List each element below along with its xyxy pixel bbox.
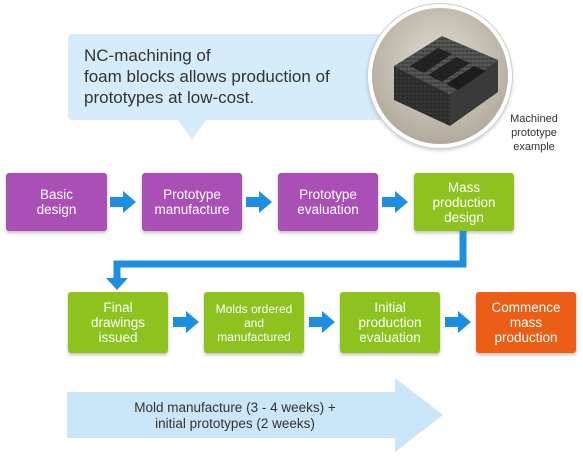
timeline-arrow	[67, 378, 443, 452]
arrow-right-icon	[382, 191, 408, 213]
arrow-right-icon	[445, 311, 471, 333]
timeline-text: Mold manufacture (3 - 4 weeks) + initial…	[134, 400, 336, 431]
callout-bubble	[68, 34, 406, 120]
callout-tail	[178, 120, 206, 140]
step-final-drawings-issued: Final drawings issued	[68, 292, 168, 353]
step-label: Prototype evaluation	[297, 187, 359, 217]
step-label: Commence mass production	[491, 300, 561, 345]
step-basic-design: Basic design	[6, 173, 107, 231]
step-commence-mass-production: Commence mass production	[476, 292, 576, 353]
arrow-right-icon	[173, 311, 199, 333]
step-label: Initial production evaluation	[358, 300, 422, 345]
step-label: Molds ordered and manufactured	[215, 301, 293, 344]
step-label: Prototype manufacture	[154, 187, 230, 217]
step-initial-production-evaluation: Initial production evaluation	[340, 292, 440, 353]
arrow-right-icon	[246, 191, 272, 213]
arrow-right-icon	[110, 191, 136, 213]
step-molds-ordered: Molds ordered and manufactured	[204, 292, 304, 353]
photo-caption: Machined prototype example	[510, 113, 558, 153]
arrow-right-icon	[309, 311, 335, 333]
foam-block-image	[372, 8, 508, 144]
step-label: Mass production design	[432, 179, 496, 225]
step-mass-production-design: Mass production design	[414, 173, 514, 231]
step-prototype-manufacture: Prototype manufacture	[142, 173, 242, 231]
step-label: Final drawings issued	[90, 300, 146, 345]
step-label: Basic design	[36, 187, 77, 217]
prototype-photo	[368, 4, 512, 148]
callout-text: NC-machining of foam blocks allows produ…	[84, 46, 330, 107]
step-prototype-evaluation: Prototype evaluation	[278, 173, 378, 231]
